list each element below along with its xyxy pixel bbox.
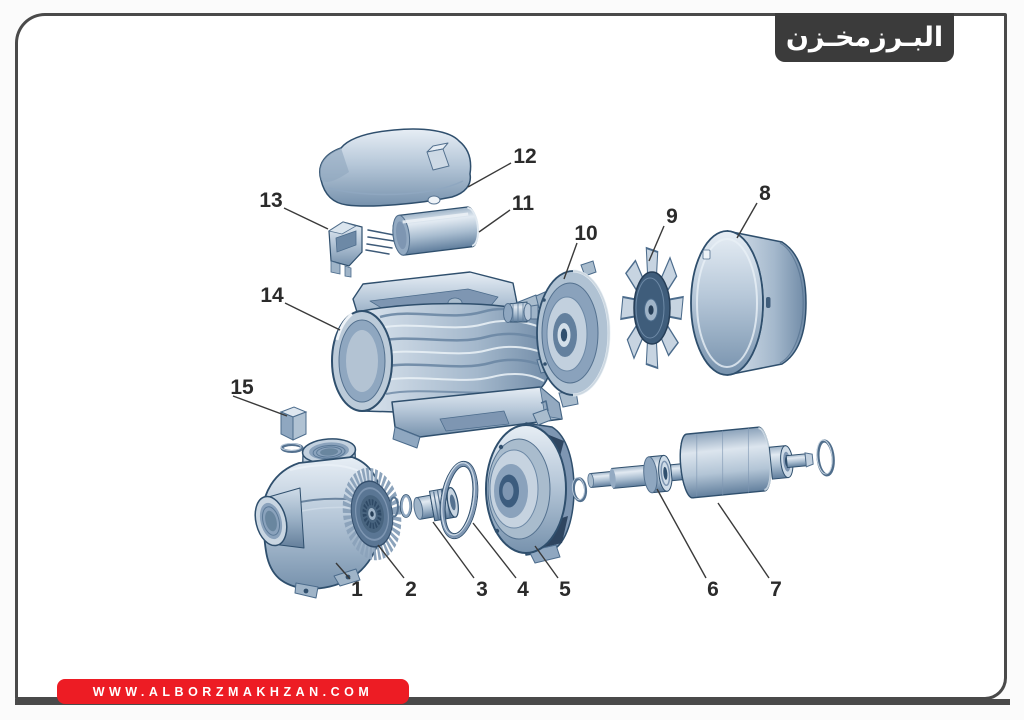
bottom-rule (15, 699, 1010, 705)
part-number-capacitor: 11 (512, 192, 535, 215)
part-fan (620, 246, 684, 370)
part-impeller (342, 467, 402, 561)
part-number-terminal-block: 13 (259, 189, 282, 212)
website-url: WWW.ALBORZMAKHZAN.COM (92, 684, 374, 699)
cable-gland (503, 301, 539, 323)
leader-line-motor-body (284, 302, 341, 331)
part-bearing (643, 454, 673, 494)
part-number-fan-cover: 8 (759, 182, 771, 205)
part-number-mechanical-seal: 3 (476, 578, 488, 601)
leader-line-fan (648, 225, 665, 262)
retaining-rings (389, 494, 413, 518)
brand-logo-text: البـرزمخـزن (785, 22, 944, 53)
leader-line-motor-end-cap (563, 242, 578, 280)
rotor-core (679, 426, 772, 499)
part-o-ring (439, 460, 479, 540)
leader-line-bearing (656, 488, 707, 579)
part-terminal-box-cover (319, 128, 472, 207)
part-motor-end-cap (535, 260, 611, 408)
part-number-rotor-shaft: 7 (770, 578, 782, 601)
part-terminal-block (327, 221, 363, 278)
leader-line-terminal-block (283, 207, 329, 230)
part-mechanical-seal (413, 486, 459, 522)
leader-line-rotor-shaft (717, 502, 770, 579)
leader-line-terminal-box-cover (467, 162, 512, 188)
leader-line-pump-cover (534, 545, 559, 579)
part-number-bearing: 6 (707, 578, 719, 601)
part-number-pump-cover: 5 (559, 578, 571, 601)
part-number-motor-body: 14 (260, 284, 284, 307)
leader-line-capacitor (478, 209, 511, 233)
part-capacitor (392, 206, 480, 256)
part-number-motor-end-cap: 10 (574, 222, 597, 245)
part-plug (279, 406, 308, 453)
leader-line-mechanical-seal (432, 521, 475, 579)
leader-line-o-ring (472, 522, 517, 579)
part-number-pump-body: 1 (351, 578, 363, 601)
part-number-fan: 9 (666, 205, 678, 228)
leader-line-pump-body (335, 562, 351, 580)
website-banner: WWW.ALBORZMAKHZAN.COM (57, 679, 409, 704)
part-fan-cover (690, 230, 807, 376)
leader-line-fan-cover (736, 202, 758, 239)
leader-line-plug (232, 395, 288, 417)
part-rotor-assembly (571, 426, 835, 503)
brand-logo: البـرزمخـزن (775, 13, 954, 62)
part-motor-body (331, 271, 563, 449)
leader-line-impeller (377, 544, 405, 579)
part-number-plug: 15 (230, 376, 254, 399)
capacitor-pins (365, 229, 395, 255)
shaft-o-ring (816, 439, 835, 477)
part-number-o-ring: 4 (517, 578, 529, 601)
part-pump-cover (485, 400, 575, 564)
shaft-washer (571, 477, 588, 503)
part-number-impeller: 2 (405, 578, 417, 601)
part-number-terminal-box-cover: 12 (513, 145, 536, 168)
